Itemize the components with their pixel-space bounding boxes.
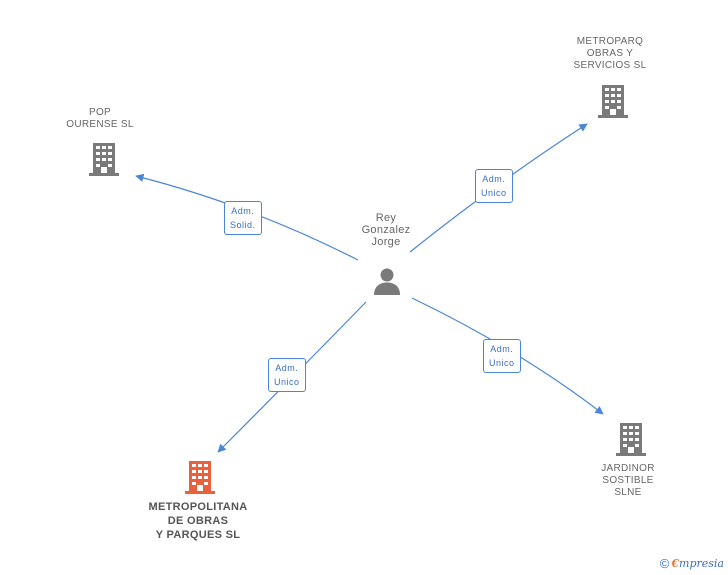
company-label-pop[interactable]: POP OURENSE SL	[50, 107, 150, 131]
relation-badge-jardinor[interactable]: Adm. Unico	[483, 339, 521, 373]
relation-label-line: Unico	[481, 188, 507, 198]
relation-badge-metroparq[interactable]: Adm. Unico	[475, 169, 513, 203]
relation-label-line: Unico	[489, 358, 515, 368]
person-name-line: Gonzalez	[361, 224, 411, 236]
company-name-line: JARDINOR	[601, 463, 655, 474]
relation-badge-metropolitana[interactable]: Adm. Unico	[268, 358, 306, 392]
company-name-line: OURENSE SL	[66, 119, 134, 130]
relation-badge-pop[interactable]: Adm. Solid.	[224, 201, 262, 235]
brand-footer: © €mpresia	[660, 556, 724, 571]
company-name-line: POP	[88, 107, 112, 118]
person-icon[interactable]	[372, 266, 402, 296]
building-icon[interactable]	[184, 460, 216, 494]
company-label-metropolitana[interactable]: METROPOLITANA DE OBRAS Y PARQUES SL	[133, 500, 263, 542]
company-name-line: DE OBRAS	[167, 515, 229, 527]
company-name-line: METROPOLITANA	[148, 501, 248, 513]
relation-label-line: Adm.	[231, 206, 255, 216]
brand-name: mpresia	[679, 557, 724, 570]
relation-label-line: Unico	[274, 377, 300, 387]
company-name-line: METROPARQ	[576, 36, 644, 47]
company-name-line: SLNE	[614, 487, 642, 498]
company-name-line: SERVICIOS SL	[573, 60, 647, 71]
relation-label-line: Adm.	[482, 174, 506, 184]
relation-label-line: Solid.	[230, 220, 256, 230]
company-label-jardinor[interactable]: JARDINOR SOSTIBLE SLNE	[580, 463, 676, 499]
brand-logo[interactable]: €mpresia	[671, 557, 724, 570]
relation-label-line: Adm.	[490, 344, 514, 354]
company-name-line: SOSTIBLE	[602, 475, 654, 486]
person-name-line: Rey	[375, 212, 397, 224]
relation-label-line: Adm.	[275, 363, 299, 373]
brand-initial: €	[671, 557, 680, 570]
person-name-line: Jorge	[371, 236, 401, 248]
company-name-line: Y PARQUES SL	[155, 529, 241, 541]
copyright-icon: ©	[659, 556, 670, 571]
building-icon[interactable]	[615, 422, 647, 456]
company-name-line: OBRAS Y	[586, 48, 634, 59]
building-icon[interactable]	[88, 142, 120, 176]
person-name[interactable]: Rey Gonzalez Jorge	[352, 212, 420, 248]
company-label-metroparq[interactable]: METROPARQ OBRAS Y SERVICIOS SL	[560, 36, 660, 72]
building-icon[interactable]	[597, 84, 629, 118]
